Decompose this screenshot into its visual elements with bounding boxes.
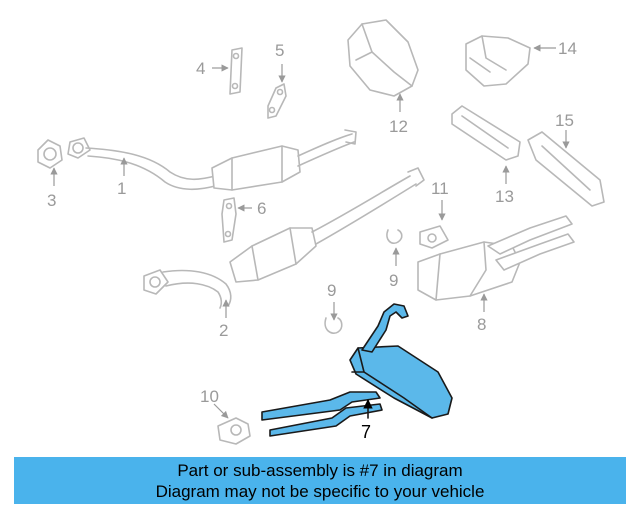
- callout-13: 13: [495, 187, 514, 206]
- part-8-rear-muffler: [417, 215, 575, 301]
- callout-10: 10: [200, 387, 219, 406]
- callout-8: 8: [477, 315, 486, 334]
- callout-1: 1: [117, 179, 126, 198]
- leader-lines: [50, 44, 570, 419]
- callout-9-lower: 9: [327, 281, 336, 300]
- callout-11: 11: [431, 179, 449, 198]
- part-4-bracket: [229, 47, 243, 95]
- part-15-shield-bracket: [527, 131, 605, 207]
- part-2-front-pipe: [143, 167, 425, 309]
- callout-14: 14: [558, 39, 577, 58]
- callout-5: 5: [275, 41, 284, 60]
- part-14-heat-shield: [465, 35, 531, 87]
- part-5-hanger: [267, 83, 287, 119]
- part-info-banner: Part or sub-assembly is #7 in diagram Di…: [14, 457, 626, 504]
- callout-6: 6: [257, 199, 266, 218]
- callout-15: 15: [555, 111, 574, 130]
- banner-line-disclaimer: Diagram may not be specific to your vehi…: [155, 482, 485, 501]
- part-7-center-muffler: [261, 303, 453, 437]
- part-1-front-pipe: [67, 129, 357, 191]
- part-11-clamp: [419, 225, 449, 249]
- part-9-clip-upper: [386, 229, 403, 245]
- exhaust-parts-diagram: 1 2 3 4 5 6 7 8 9 9 10 11 12 13 14 15: [37, 19, 605, 445]
- part-9-clip-lower: [324, 317, 343, 334]
- callout-3: 3: [47, 191, 56, 210]
- part-6-hanger: [221, 197, 237, 243]
- callout-4: 4: [196, 59, 205, 78]
- callout-12: 12: [389, 117, 408, 136]
- callout-7: 7: [361, 422, 371, 442]
- callout-9-upper: 9: [389, 271, 398, 290]
- part-10-connector: [217, 417, 251, 445]
- banner-line-part: Part or sub-assembly is #7 in diagram: [177, 461, 463, 480]
- part-12-heat-shield: [347, 19, 419, 97]
- part-3-gasket: [37, 139, 63, 169]
- callout-2: 2: [219, 321, 228, 340]
- part-13-shield-bracket: [451, 105, 521, 161]
